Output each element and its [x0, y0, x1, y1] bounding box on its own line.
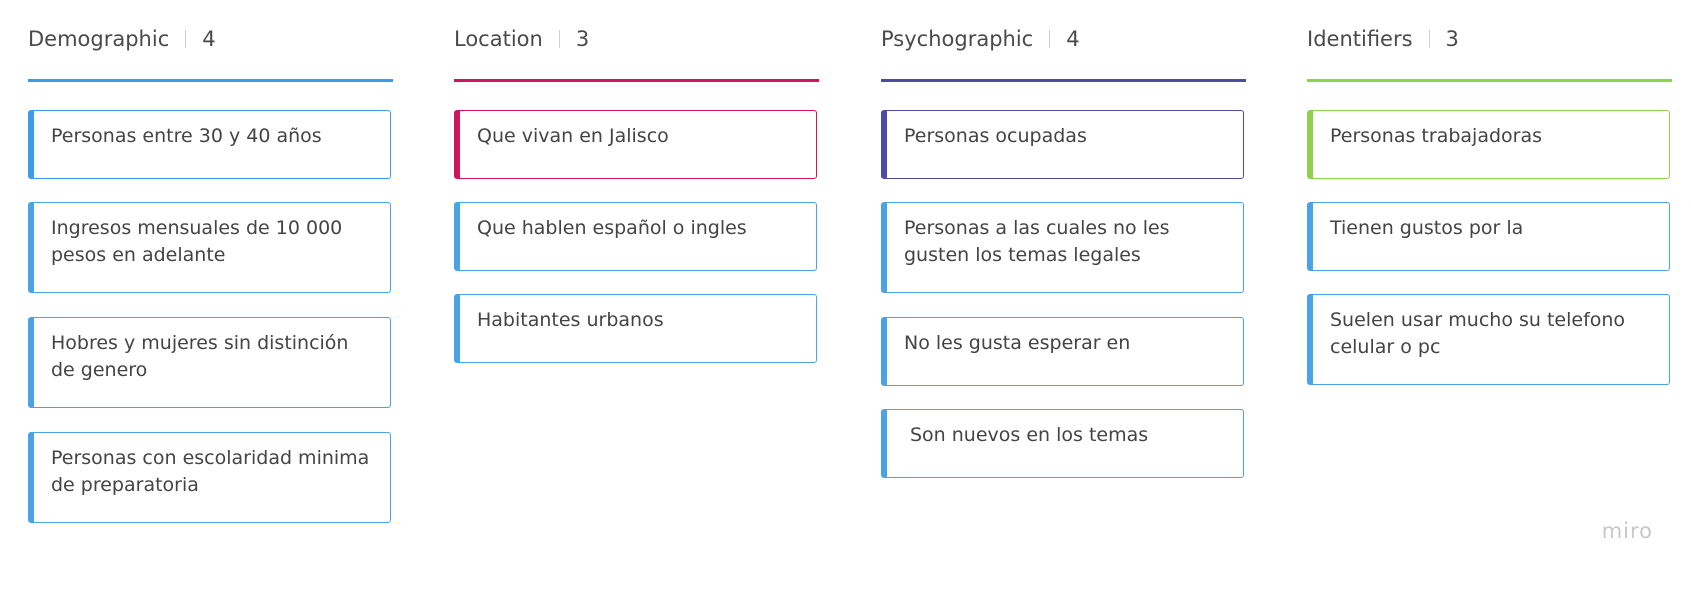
card-location-1[interactable]: Que vivan en Jalisco	[454, 110, 817, 179]
card-location-3[interactable]: Habitantes urbanos	[454, 294, 817, 363]
card-location-2[interactable]: Que hablen español o ingles	[454, 202, 817, 271]
column-color-rule	[454, 79, 819, 82]
card-identifiers-1[interactable]: Personas trabajadoras	[1307, 110, 1670, 179]
card-psychographic-2[interactable]: Personas a las cuales no les gusten los …	[881, 202, 1244, 293]
column-count: 3	[1445, 27, 1459, 51]
column-count: 4	[202, 27, 216, 51]
column-header[interactable]: Demographic 4	[28, 24, 216, 54]
card-demographic-2[interactable]: Ingresos mensuales de 10 000 pesos en ad…	[28, 202, 391, 293]
column-header[interactable]: Psychographic 4	[881, 24, 1080, 54]
column-count: 3	[575, 27, 590, 51]
column-color-rule	[1307, 79, 1672, 82]
card-demographic-1[interactable]: Personas entre 30 y 40 años	[28, 110, 391, 179]
column-title: Identifiers	[1307, 27, 1413, 51]
column-title: Psychographic	[881, 27, 1034, 51]
card-demographic-4[interactable]: Personas con escolaridad minima de prepa…	[28, 432, 391, 523]
column-divider	[1049, 30, 1051, 48]
column-title: Location	[454, 27, 543, 51]
column-divider	[1428, 30, 1430, 48]
column-header[interactable]: Identifiers 3	[1307, 24, 1459, 54]
column-divider	[558, 30, 560, 48]
card-demographic-3[interactable]: Hobres y mujeres sin distinción de gener…	[28, 317, 391, 408]
card-psychographic-1[interactable]: Personas ocupadas	[881, 110, 1244, 179]
miro-watermark: miro	[1601, 519, 1653, 543]
card-psychographic-3[interactable]: No les gusta esperar en	[881, 317, 1244, 386]
column-count: 4	[1066, 27, 1080, 51]
card-identifiers-2[interactable]: Tienen gustos por la	[1307, 202, 1670, 271]
column-title: Demographic	[28, 27, 170, 51]
column-divider	[185, 30, 187, 48]
column-header[interactable]: Location 3	[454, 24, 589, 54]
card-identifiers-3[interactable]: Suelen usar mucho su telefono celular o …	[1307, 294, 1670, 385]
card-psychographic-4[interactable]: Son nuevos en los temas	[881, 409, 1244, 478]
column-color-rule	[881, 79, 1246, 82]
column-color-rule	[28, 79, 393, 82]
